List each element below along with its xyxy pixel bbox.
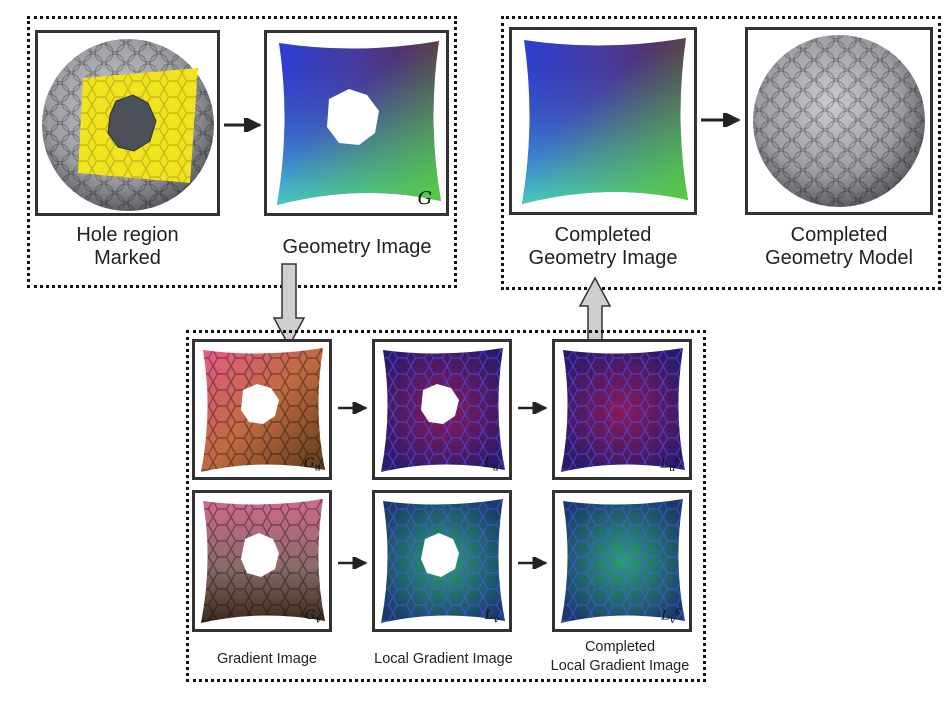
arrow-to-model	[701, 113, 741, 127]
lu-main: L	[483, 456, 493, 472]
gu-sub: u	[314, 463, 321, 474]
hole-caption-line1: Hole region	[76, 224, 179, 246]
lvc-tag: Lvc	[661, 606, 681, 626]
lv-image	[381, 499, 505, 623]
luc-image	[561, 348, 685, 472]
gv-sub: v	[315, 615, 321, 626]
lu-sub: u	[492, 463, 499, 474]
lvc-sup: c	[675, 606, 681, 618]
luc-panel: Luc	[552, 339, 692, 480]
completed-model-line2: Geometry Model	[765, 247, 913, 269]
input-group	[27, 16, 457, 288]
local-gradient-image-caption: Local Gradient Image	[374, 651, 513, 667]
geometry-image	[277, 41, 441, 205]
golf-ball-hole-image	[42, 39, 214, 211]
lv-main: L	[484, 608, 494, 624]
gu-main: G	[304, 456, 315, 472]
luc-main: L	[660, 456, 669, 472]
completed-local-gradient-caption: Completed Local Gradient Image	[530, 638, 710, 676]
luc-sub: u	[668, 463, 676, 474]
arrow-lu-to-luc	[518, 402, 548, 414]
lu-panel: Lu	[372, 339, 512, 480]
completed-gi-line1: Completed	[554, 224, 652, 246]
geometry-image-caption: Geometry Image	[282, 236, 432, 258]
hole-region-caption: Hole region Marked	[40, 224, 215, 270]
lvc-main: L	[661, 608, 670, 624]
gu-panel: Gu	[192, 339, 332, 480]
hole-caption-line2: Marked	[94, 247, 161, 269]
gv-panel: Gv	[192, 490, 332, 632]
gv-image	[201, 499, 325, 623]
lu-image	[381, 348, 505, 472]
lvc-sub: v	[669, 615, 676, 626]
luc-sup: c	[675, 454, 681, 466]
completed-lg-line1: Completed	[584, 639, 656, 655]
completed-golf-ball	[753, 35, 925, 207]
arrow-lv-to-lvc	[518, 557, 548, 569]
lv-sub: v	[493, 615, 499, 626]
arrow-gu-to-lu	[338, 402, 368, 414]
output-group	[501, 16, 941, 290]
luc-tag: Luc	[660, 454, 681, 474]
arrow-to-geometry	[224, 118, 262, 132]
lu-tag: Lu	[484, 456, 499, 474]
lvc-image	[561, 499, 685, 623]
completed-lg-line2: Local Gradient Image	[550, 658, 690, 674]
gv-main: G	[304, 608, 316, 624]
hole-region-panel	[35, 30, 220, 216]
completed-model-caption: Completed Geometry Model	[745, 224, 933, 270]
lv-tag: Lv	[485, 608, 499, 626]
geometry-image-panel: G	[264, 30, 449, 216]
gu-image	[201, 348, 325, 472]
gu-tag: Gu	[304, 456, 321, 474]
completed-geometry-panel	[509, 27, 697, 215]
arrow-gv-to-lv	[338, 557, 368, 569]
gradient-group	[186, 330, 706, 682]
completed-model-panel	[745, 27, 933, 215]
completed-gi-line2: Geometry Image	[528, 247, 678, 269]
lvc-panel: Lvc	[552, 490, 692, 632]
lv-panel: Lv	[372, 490, 512, 632]
completed-geometry-image	[522, 38, 688, 204]
completed-geometry-caption: Completed Geometry Image	[509, 224, 697, 270]
geometry-tag: G	[417, 188, 432, 209]
gradient-image-caption: Gradient Image	[217, 651, 317, 667]
completed-model-line1: Completed	[790, 224, 888, 246]
gv-tag: Gv	[305, 608, 321, 626]
